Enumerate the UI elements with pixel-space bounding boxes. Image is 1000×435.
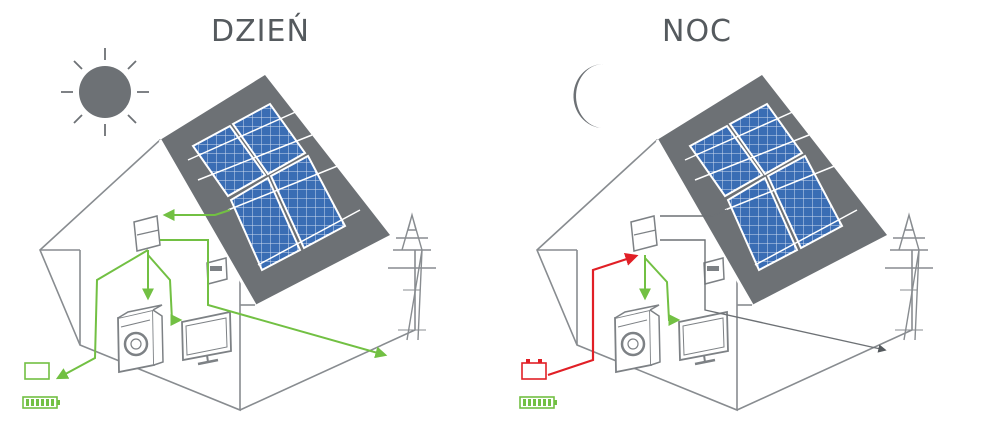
battery-icon: [519, 359, 557, 409]
day-panel: [22, 48, 438, 412]
moon-icon: [573, 63, 605, 128]
night-energy-flow: [639, 255, 681, 326]
battery-icon: [22, 362, 60, 409]
night-panel: [519, 63, 935, 412]
sun-icon: [61, 48, 149, 136]
night-caption: NOC: [662, 14, 733, 49]
day-caption: DZIEŃ: [211, 14, 310, 49]
day-energy-flow: [55, 209, 388, 380]
night-battery-discharge: [547, 252, 639, 377]
